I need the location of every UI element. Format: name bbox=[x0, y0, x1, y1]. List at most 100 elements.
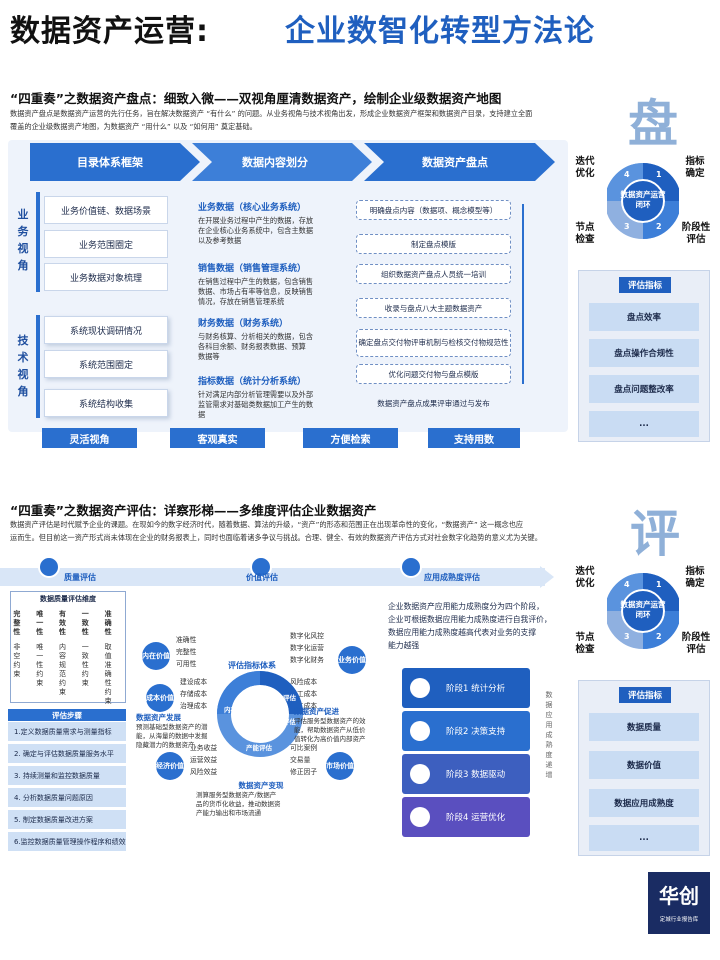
stage-icon bbox=[410, 807, 430, 827]
dev-line: 品的货币化收益，推动数据资 bbox=[196, 800, 281, 808]
bullet-item: 风险效益 bbox=[190, 768, 218, 776]
cycle-label: 节点检查 bbox=[575, 222, 595, 245]
content-heading: 业务数据（核心业务系统） bbox=[198, 203, 307, 213]
content-line: 各科目余额、财务报表数据、预算 bbox=[198, 342, 306, 351]
stage-icon bbox=[410, 678, 430, 698]
tech-view-label: 技术视角 bbox=[17, 334, 29, 398]
cycle-center-label: 数据资产运营闭环 bbox=[620, 600, 666, 619]
quality-col-desc: 内容规范约束 bbox=[58, 643, 66, 696]
indicator-head: 评估指标 bbox=[619, 277, 671, 293]
cycle-label: 迭代优化 bbox=[575, 566, 595, 589]
dev-line: 能，帮助数据资产从低价 bbox=[294, 726, 366, 734]
dev-line: 隐藏潜力的数据资产 bbox=[136, 741, 195, 749]
content-line: 数据等 bbox=[198, 352, 220, 361]
cycle-number: 3 bbox=[624, 632, 630, 641]
tech-item: 系统现状调研情况 bbox=[44, 316, 168, 344]
content-text: 在开展业务过程中产生的数据，存放 在企业核心业务系统中，包含主数据 以及参考数据 bbox=[198, 216, 338, 246]
dev-text: 评估服务型数据资产的效 能，帮助数据资产从低价 值转化为高价值内部资产 bbox=[294, 717, 404, 744]
cycle-center bbox=[623, 591, 663, 631]
bullet-item: 交易量 bbox=[290, 756, 311, 764]
cycle-label: 指标确定 bbox=[685, 566, 705, 589]
content-line: 以及参考数据 bbox=[198, 236, 242, 245]
cycle-segment bbox=[642, 610, 679, 649]
content-line: 与财务核算、分析相关的数据，包含 bbox=[198, 332, 314, 341]
bottom-tag: 客观真实 bbox=[170, 428, 265, 448]
band-label: 价值评估 bbox=[246, 573, 278, 582]
business-item: 业务范围圈定 bbox=[44, 230, 168, 258]
cycle-ring bbox=[607, 573, 679, 649]
section2-heading: “四重奏”之数据资产评估：详察形梯——多维度评估企业数据资产 bbox=[10, 503, 377, 518]
content-block-sales: 销售数据（销售管理系统） 在销售过程中产生的数据，包含销售 数据、市场占有率等信… bbox=[198, 261, 338, 307]
content-text: 与财务核算、分析相关的数据，包含 各科目余额、财务报表数据、预算 数据等 bbox=[198, 332, 338, 362]
band-label: 质量评估 bbox=[64, 573, 96, 582]
cycle-label: 迭代优化 bbox=[575, 156, 595, 179]
dev-block-bottom: 数据资产变现 测算服务型数据资产/数据产 品的货币化收益，推动数据资 产能力输出… bbox=[196, 780, 326, 818]
content-text: 针对满足内部分析管理需要以及外部 监管需求对基础类数据加工产生的数 据 bbox=[198, 390, 338, 420]
chevron-shape bbox=[30, 143, 200, 181]
title-part2: 企业数智化转型方法论 bbox=[285, 14, 595, 49]
dev-text: 测算服务型数据资产/数据产 品的货币化收益，推动数据资 产能力输出和市场流通 bbox=[196, 791, 326, 818]
operation-cycle-1: 数据资产运营闭环 迭代优化 指标确定 阶段性评估 节点检查 4 1 2 3 bbox=[572, 146, 714, 266]
quality-col-desc: 唯一性约束 bbox=[36, 643, 44, 687]
dev-block-right: 数据资产促进 评估服务型数据资产的效 能，帮助数据资产从低价 值转化为高价值内部… bbox=[294, 706, 404, 744]
indicator-head: 评估指标 bbox=[619, 687, 671, 703]
bullet-item: 准确性 bbox=[176, 636, 197, 644]
bullet-list: 准确性 完整性 可用性 bbox=[176, 634, 196, 670]
brand-stamp: 华创 定城行业报告库 bbox=[648, 872, 710, 934]
stage-icon bbox=[410, 764, 430, 784]
quality-step: 2. 确定与评估数据质量服务水平 bbox=[8, 744, 126, 763]
maturity-stage: 阶段2 决策支持 bbox=[402, 711, 530, 751]
quality-columns: 完整性 非空约束 唯一性 唯一性约束 有效性 内容规范约束 一致性 一致性约束 … bbox=[11, 610, 125, 706]
bottom-tag: 支持用数 bbox=[428, 428, 520, 448]
dev-line: 预测基础型数据资产的潜 bbox=[136, 723, 208, 731]
maturity-line: 企业可根据数据应用能力成熟度进行自我评价， bbox=[388, 615, 552, 624]
content-line: 据 bbox=[198, 410, 206, 419]
quality-col-name: 有效性 bbox=[58, 610, 66, 636]
value-ring-center: 评估指标体系 bbox=[228, 661, 276, 670]
maturity-text: 企业数据资产应用能力成熟度分为四个阶段， 企业可根据数据应用能力成熟度进行自我评… bbox=[388, 600, 570, 652]
cycle-number: 1 bbox=[656, 580, 662, 589]
dev-heading: 数据资产促进 bbox=[294, 707, 339, 716]
section1-intro-line: 数据资产盘点是数据资产运营的先行任务，旨在解决数据资产 “有什么” 的问题。从业… bbox=[10, 109, 533, 118]
business-item: 业务价值链、数据场景 bbox=[44, 196, 168, 224]
bullet-item: 修正因子 bbox=[290, 768, 318, 776]
section1-heading: “四重奏”之数据资产盘点：细致入微——双视角厘清数据资产，绘制企业级数据资产地图 bbox=[10, 91, 502, 106]
quality-steps-head: 评估步骤 bbox=[8, 709, 126, 721]
bottom-tag: 方便检索 bbox=[303, 428, 398, 448]
content-line: 在开展业务过程中产生的数据，存放 bbox=[198, 216, 314, 225]
chevron-label: 数据内容划分 bbox=[242, 156, 308, 169]
content-heading: 指标数据（统计分析系统） bbox=[198, 377, 307, 387]
quality-icon bbox=[38, 556, 60, 578]
section2-intro: 数据资产评估是时代赋予企业的课题。在现如今的数字经济时代，随着数据、算法的升级，… bbox=[10, 518, 570, 544]
content-line: 情况，存放在销售管理系统 bbox=[198, 297, 285, 306]
cycle-number: 4 bbox=[624, 580, 630, 589]
stamp-caption: 定城行业报告库 bbox=[659, 917, 699, 923]
indicator-item: 数据价值 bbox=[589, 751, 699, 779]
dev-block-left: 数据资产发展 预测基础型数据资产的潜 能，从海量的数据中发掘 隐藏潜力的数据资产 bbox=[136, 712, 246, 750]
value-ring-segment bbox=[217, 671, 261, 715]
stamp-logo: 华创 bbox=[659, 884, 699, 908]
bullet-list: 可比案例 交易量 修正因子 bbox=[290, 742, 317, 778]
chevron-shape bbox=[364, 143, 555, 181]
quality-step: 4. 分析数据质量问题原因 bbox=[8, 788, 126, 807]
cycle-segment bbox=[642, 573, 679, 612]
quality-column: 有效性 内容规范约束 bbox=[58, 610, 78, 706]
content-text: 在销售过程中产生的数据，包含销售 数据、市场占有率等信息，反映销售 情况，存放在… bbox=[198, 277, 338, 307]
indicator-item: 数据质量 bbox=[589, 713, 699, 741]
value-icon bbox=[250, 556, 272, 578]
section1-intro: 数据资产盘点是数据资产运营的先行任务，旨在解决数据资产 “有什么” 的问题。从业… bbox=[10, 107, 570, 133]
quality-col-name: 完整性 bbox=[13, 610, 21, 636]
section1-intro-line: 覆盖的企业级数据资产地图，为数据资产 “用什么” 以及 “如何用” 奠定基础。 bbox=[10, 122, 257, 131]
big-char-ping: 评 bbox=[630, 505, 680, 563]
dev-line: 产能力输出和市场流通 bbox=[196, 809, 261, 817]
section2-intro-line: 运而生。但目前这一资产形式尚未体现在企业的财务报表上，同时也面临着诸多争议与挑战… bbox=[10, 533, 542, 542]
indicator-panel-2: 评估指标 数据质量 数据价值 数据应用成熟度 ... bbox=[578, 680, 710, 856]
indicator-item: 盘点效率 bbox=[589, 303, 699, 331]
value-badge: 经济价值 bbox=[156, 752, 184, 780]
bullet-item: 治理成本 bbox=[180, 702, 208, 710]
maturity-line: 数据应用能力成熟度越高代表对业务的支撑 bbox=[388, 628, 537, 637]
quality-column: 完整性 非空约束 bbox=[12, 610, 32, 706]
value-ring-segment bbox=[259, 671, 303, 715]
inventory-step: 制定盘点模版 bbox=[356, 234, 511, 254]
page-header: 数据资产运营: 企业数智化转型方法论 bbox=[0, 0, 720, 56]
